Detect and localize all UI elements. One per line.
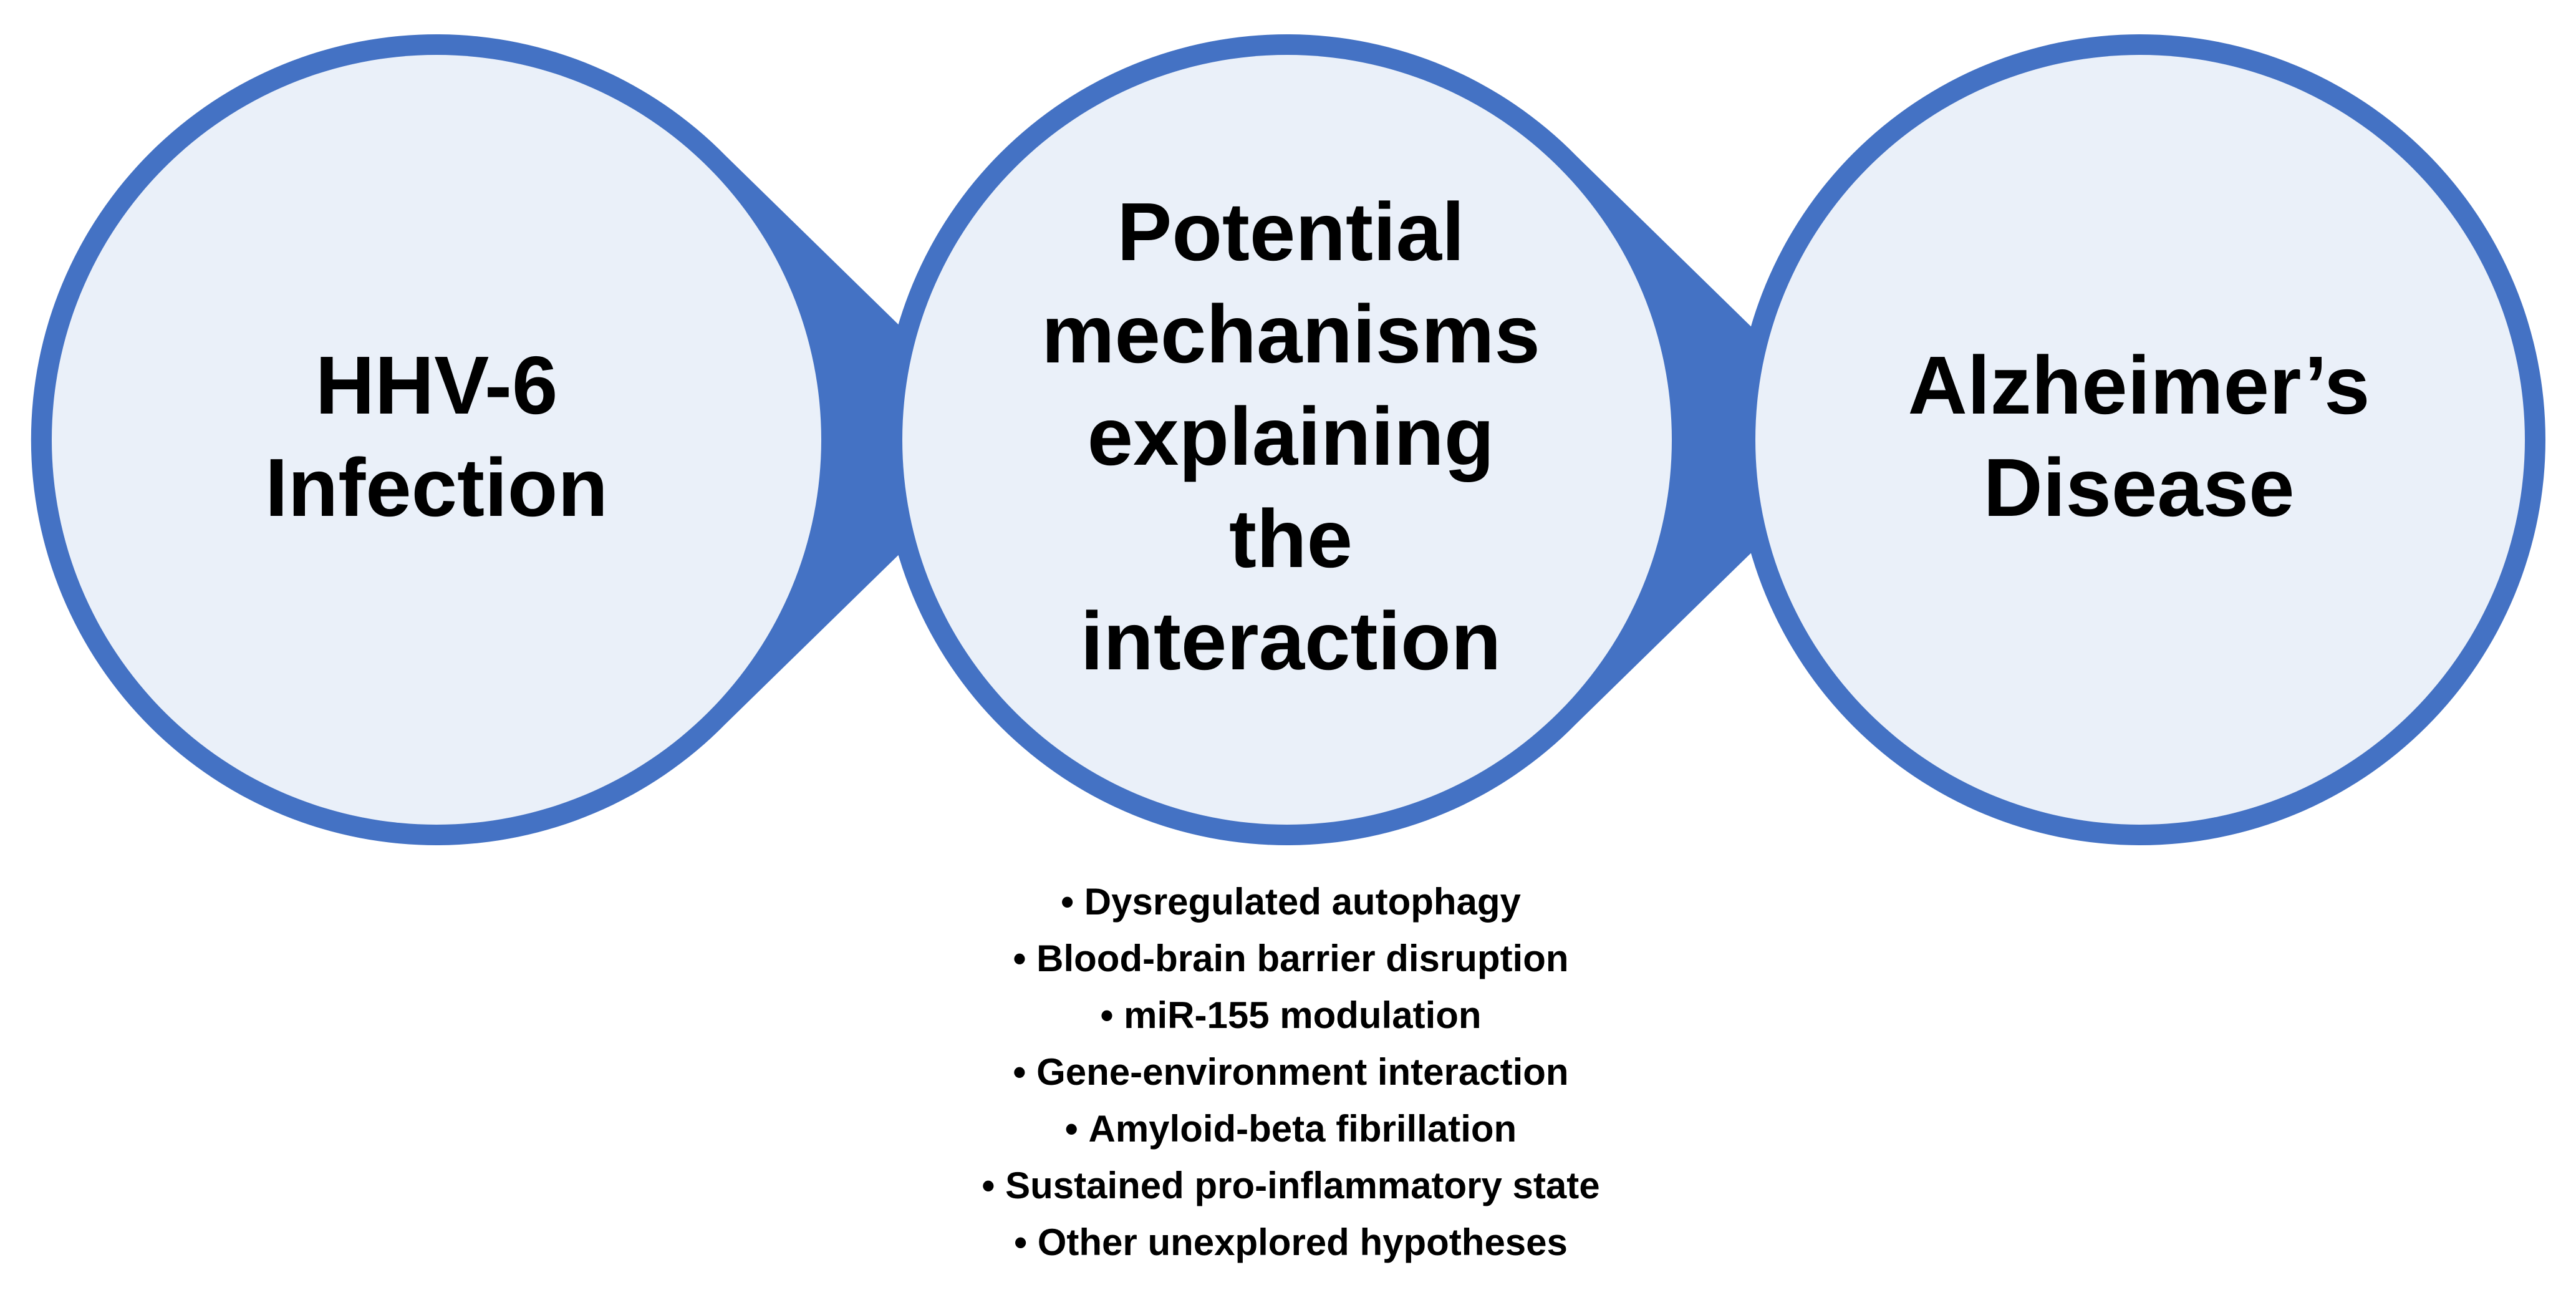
node-mechanisms-shape	[881, 34, 1867, 845]
mechanism-item: Gene-environment interaction	[854, 1044, 1727, 1100]
mechanism-item: Other unexplored hypotheses	[854, 1214, 1727, 1271]
mechanism-list: Dysregulated autophagy Blood-brain barri…	[854, 873, 1727, 1271]
node-alzheimers-fill	[1755, 55, 2525, 825]
node-mechanisms-line-1: Potential	[1117, 186, 1465, 278]
node-mechanisms-line-3: explaining	[1087, 390, 1495, 482]
node-alzheimers-shape	[1735, 34, 2545, 845]
mechanism-item: miR-155 modulation	[854, 987, 1727, 1044]
node-mechanisms-line-2: mechanisms	[1041, 288, 1540, 380]
node-alzheimers-line-1: Alzheimer’s	[1908, 339, 2370, 431]
node-mechanisms-line-5: interaction	[1080, 595, 1502, 687]
mechanism-item: Amyloid-beta fibrillation	[854, 1100, 1727, 1157]
node-alzheimers-line-2: Disease	[1983, 442, 2295, 533]
node-mechanisms-label: Potential mechanisms explaining the inte…	[948, 168, 1634, 705]
node-hhv6-shape	[31, 34, 1016, 845]
node-alzheimers-label: Alzheimer’s Disease	[1796, 281, 2482, 593]
node-hhv6-line-1: HHV-6	[315, 339, 558, 431]
node-mechanisms-fill	[902, 55, 1672, 825]
mechanism-item: Sustained pro-inflammatory state	[854, 1157, 1727, 1214]
node-hhv6-fill	[52, 55, 821, 825]
mechanism-item: Dysregulated autophagy	[854, 873, 1727, 930]
node-mechanisms-line-4: the	[1229, 493, 1353, 584]
node-hhv6-label: HHV-6 Infection	[94, 281, 779, 593]
node-hhv6-line-2: Infection	[265, 442, 608, 533]
mechanism-item: Blood-brain barrier disruption	[854, 930, 1727, 987]
